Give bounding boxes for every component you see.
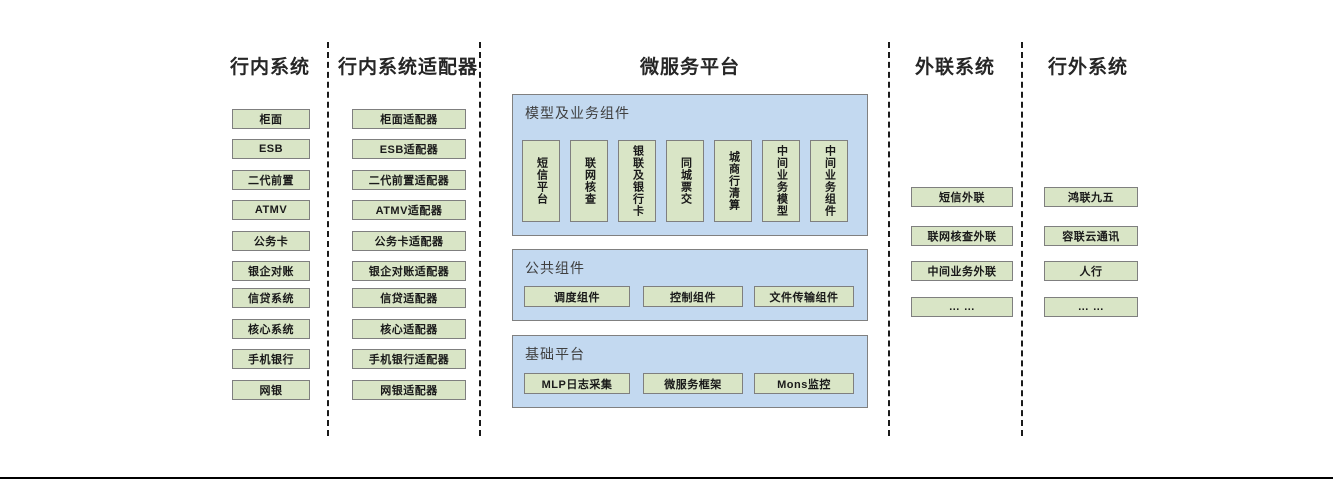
separator-platform-external <box>888 42 890 436</box>
model-item-3-label: 同城票交 <box>679 157 692 205</box>
outbank-item-1[interactable]: 容联云通讯 <box>1044 226 1138 246</box>
model-item-5[interactable]: 中间业务模型 <box>762 140 800 222</box>
model-item-2-label: 银联及银行卡 <box>631 145 644 217</box>
adapter-item-6[interactable]: 信贷适配器 <box>352 288 466 308</box>
base-item-0[interactable]: MLP日志采集 <box>524 373 630 394</box>
platform-group-common-title: 公共组件 <box>525 260 585 276</box>
external-link-item-2[interactable]: 中间业务外联 <box>911 261 1013 281</box>
adapter-item-3[interactable]: ATMV适配器 <box>352 200 466 220</box>
inbank-item-7[interactable]: 核心系统 <box>232 319 310 339</box>
platform-group-common: 公共组件 <box>512 249 868 321</box>
column-title-adapter: 行内系统适配器 <box>337 57 478 78</box>
model-item-2[interactable]: 银联及银行卡 <box>618 140 656 222</box>
adapter-item-1[interactable]: ESB适配器 <box>352 139 466 159</box>
model-item-4-label: 城商行清算 <box>727 151 740 211</box>
outbank-item-3[interactable]: … … <box>1044 297 1138 317</box>
inbank-item-9[interactable]: 网银 <box>232 380 310 400</box>
adapter-item-8[interactable]: 手机银行适配器 <box>352 349 466 369</box>
common-item-1[interactable]: 控制组件 <box>643 286 743 307</box>
inbank-item-8[interactable]: 手机银行 <box>232 349 310 369</box>
outbank-item-2[interactable]: 人行 <box>1044 261 1138 281</box>
separator-adapter-platform <box>479 42 481 436</box>
external-link-item-0[interactable]: 短信外联 <box>911 187 1013 207</box>
model-item-3[interactable]: 同城票交 <box>666 140 704 222</box>
adapter-item-5[interactable]: 银企对账适配器 <box>352 261 466 281</box>
model-item-4[interactable]: 城商行清算 <box>714 140 752 222</box>
adapter-item-2[interactable]: 二代前置适配器 <box>352 170 466 190</box>
separator-inbank-adapter <box>327 42 329 436</box>
model-item-5-label: 中间业务模型 <box>775 145 788 217</box>
column-title-external-link: 外联系统 <box>914 57 995 78</box>
model-item-0[interactable]: 短信平台 <box>522 140 560 222</box>
common-item-2[interactable]: 文件传输组件 <box>754 286 854 307</box>
inbank-item-0[interactable]: 柜面 <box>232 109 310 129</box>
separator-external-outbank <box>1021 42 1023 436</box>
external-link-item-3[interactable]: … … <box>911 297 1013 317</box>
model-item-6[interactable]: 中间业务组件 <box>810 140 848 222</box>
column-title-inbank: 行内系统 <box>229 57 310 78</box>
adapter-item-7[interactable]: 核心适配器 <box>352 319 466 339</box>
inbank-item-3[interactable]: ATMV <box>232 200 310 220</box>
model-item-1-label: 联网核查 <box>583 157 596 205</box>
base-item-2[interactable]: Mons监控 <box>754 373 854 394</box>
common-item-0[interactable]: 调度组件 <box>524 286 630 307</box>
platform-group-base-title: 基础平台 <box>525 346 585 362</box>
platform-group-model-title: 模型及业务组件 <box>525 105 630 121</box>
column-title-platform: 微服务平台 <box>639 57 740 78</box>
inbank-item-6[interactable]: 信贷系统 <box>232 288 310 308</box>
platform-group-base: 基础平台 <box>512 335 868 408</box>
column-title-outbank: 行外系统 <box>1047 57 1128 78</box>
bottom-border-rule <box>0 477 1333 479</box>
adapter-item-4[interactable]: 公务卡适配器 <box>352 231 466 251</box>
model-item-1[interactable]: 联网核查 <box>570 140 608 222</box>
model-item-0-label: 短信平台 <box>535 157 548 205</box>
adapter-item-0[interactable]: 柜面适配器 <box>352 109 466 129</box>
inbank-item-5[interactable]: 银企对账 <box>232 261 310 281</box>
inbank-item-2[interactable]: 二代前置 <box>232 170 310 190</box>
adapter-item-9[interactable]: 网银适配器 <box>352 380 466 400</box>
inbank-item-4[interactable]: 公务卡 <box>232 231 310 251</box>
model-item-6-label: 中间业务组件 <box>823 145 836 217</box>
external-link-item-1[interactable]: 联网核查外联 <box>911 226 1013 246</box>
outbank-item-0[interactable]: 鸿联九五 <box>1044 187 1138 207</box>
base-item-1[interactable]: 微服务框架 <box>643 373 743 394</box>
inbank-item-1[interactable]: ESB <box>232 139 310 159</box>
